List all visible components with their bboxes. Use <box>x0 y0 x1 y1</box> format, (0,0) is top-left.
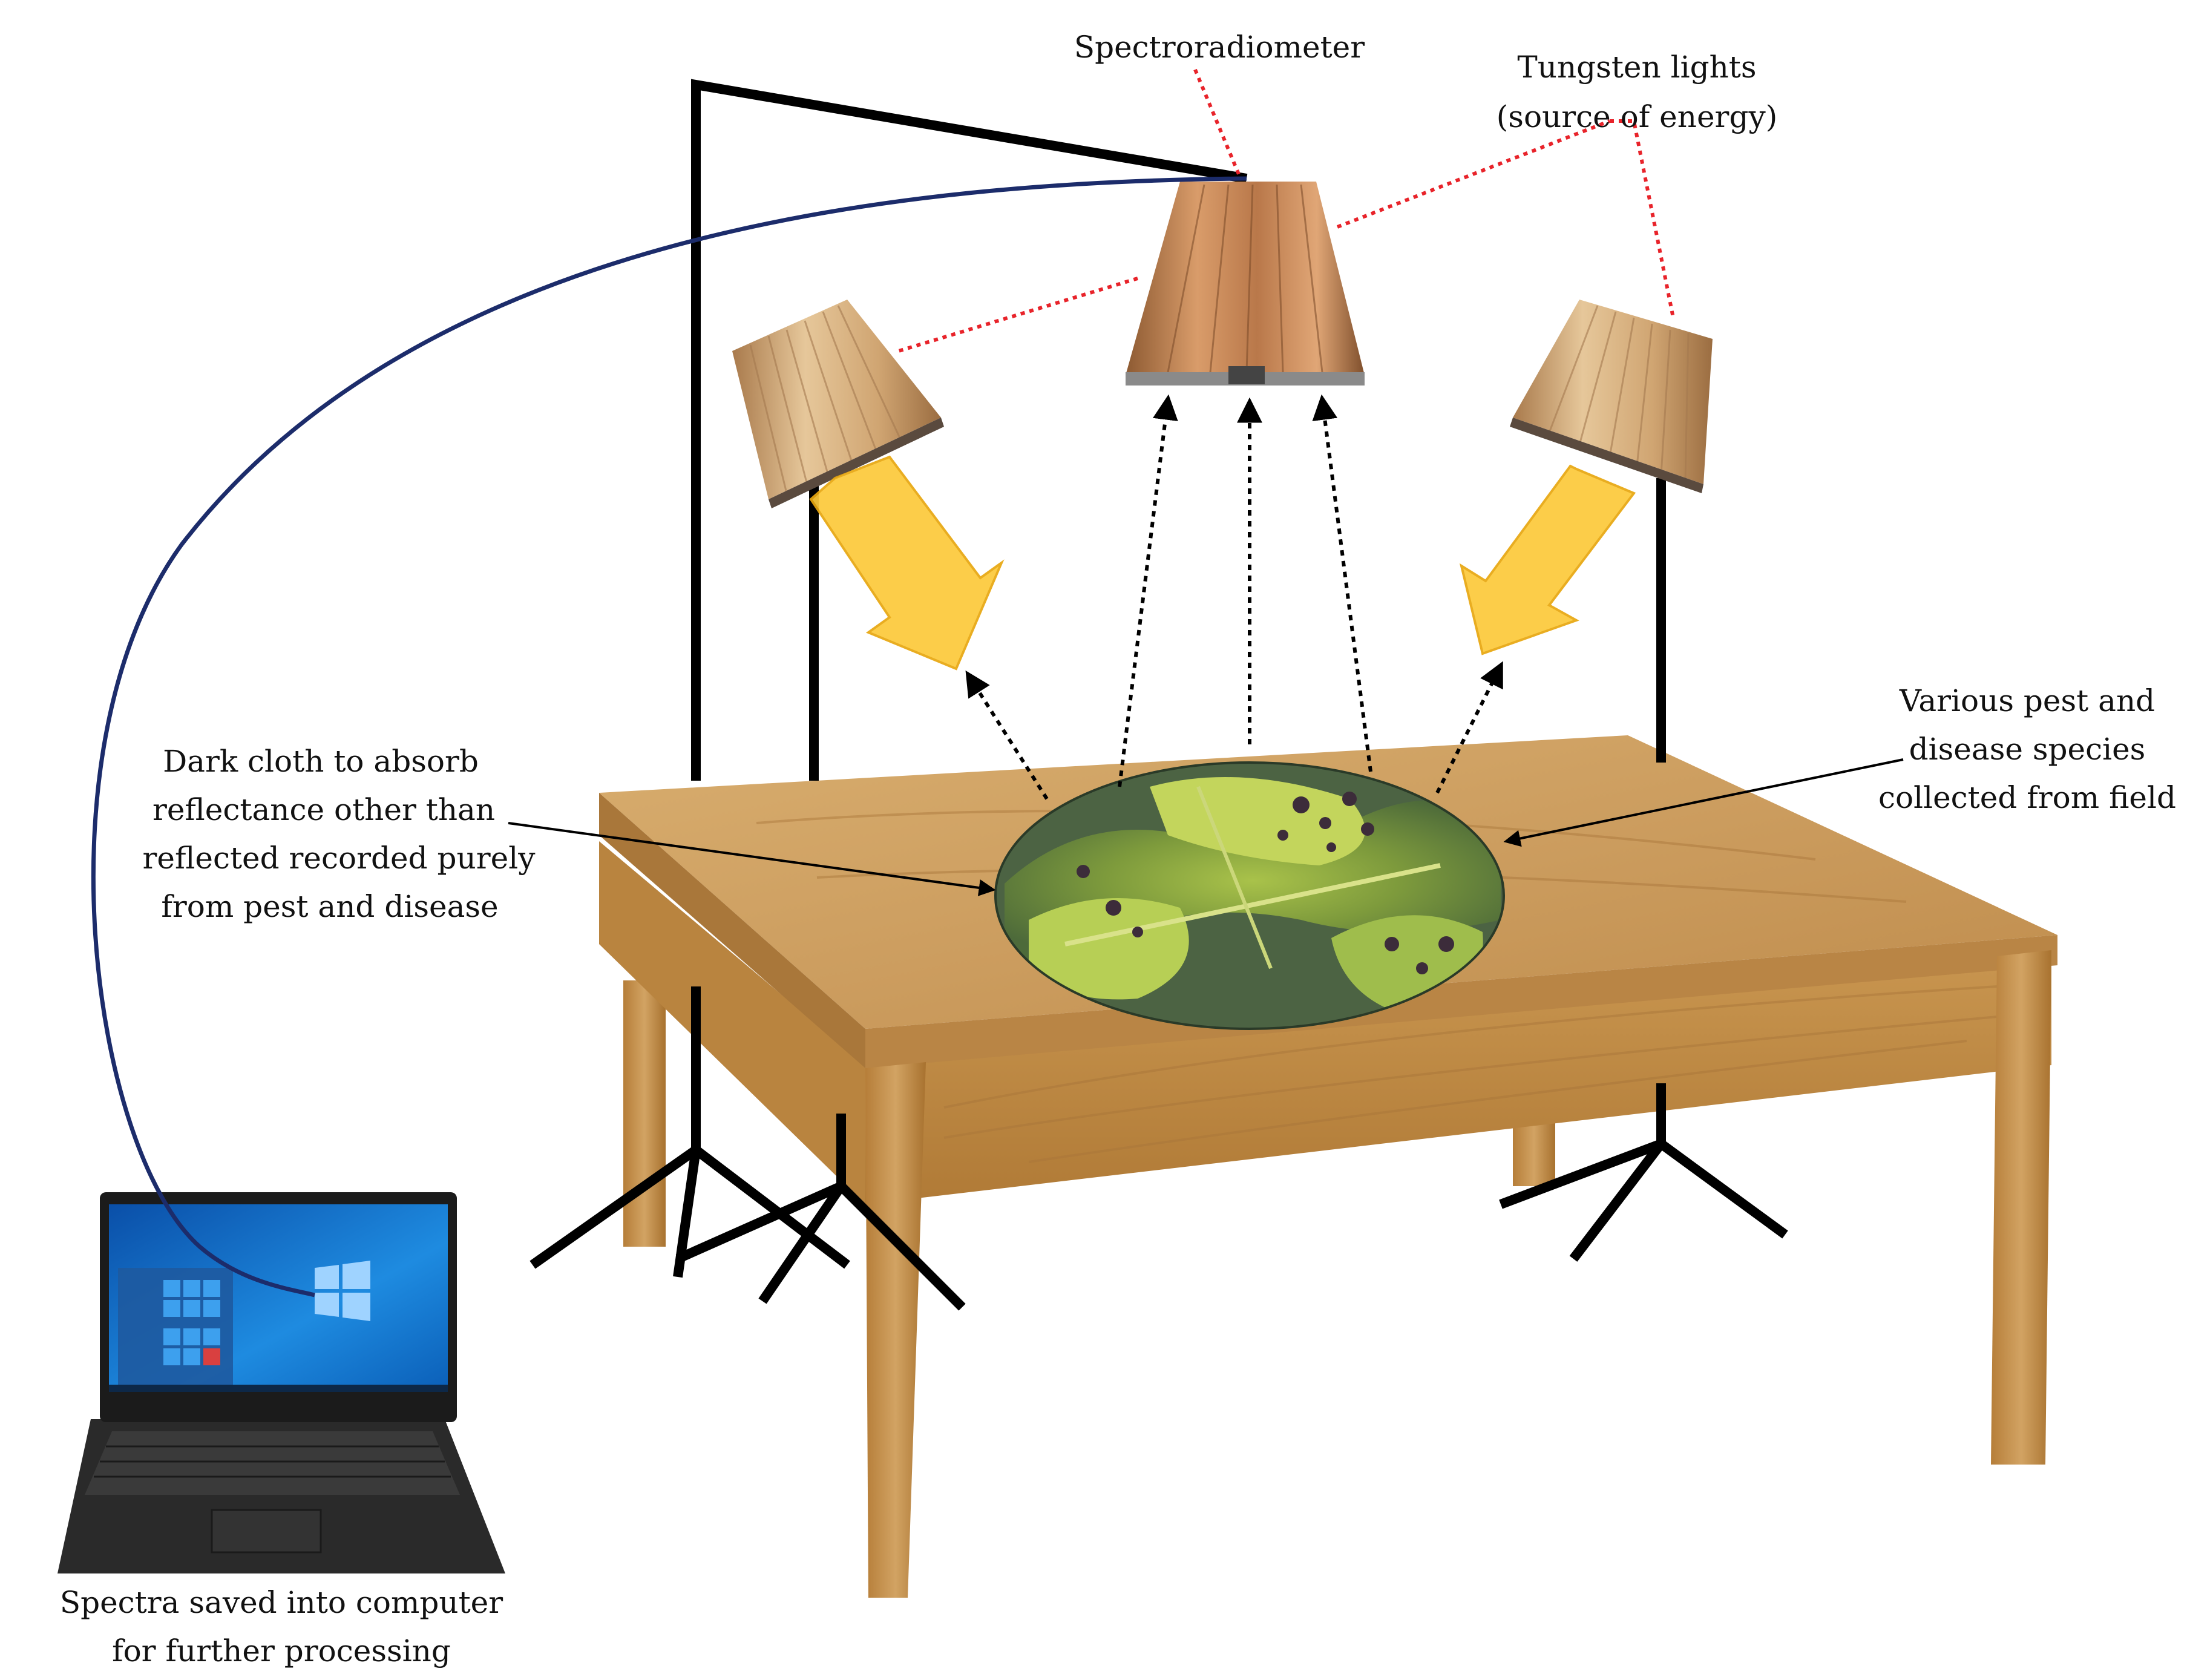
table-apron <box>865 950 2051 1204</box>
table-side-apron <box>599 841 865 1204</box>
left-lamp-tripod <box>675 1114 966 1311</box>
left-tungsten-lamp <box>732 300 944 508</box>
laptop-touchpad <box>211 1509 322 1554</box>
table-top-edge-front <box>865 935 2057 1068</box>
tungsten-label-line2: (source of energy) <box>1497 99 1777 134</box>
table-leg-front-left <box>865 1062 926 1598</box>
spectroradiometer-leader <box>1193 68 1242 180</box>
reflected-arrow-4 <box>1312 394 1372 772</box>
dark-cloth-label-line4: from pest and disease <box>161 889 498 924</box>
tungsten-label-line1: Tungsten lights <box>1517 50 1756 85</box>
table-leg-front-right <box>1991 950 2051 1465</box>
pest-label-line1: Various pest and <box>1899 683 2155 718</box>
spectroradiometer-device <box>1126 182 1365 386</box>
right-light-beam-arrow <box>1459 464 1636 655</box>
windows-logo-icon <box>315 1261 370 1321</box>
dark-cloth-label-line3: reflected recorded purely <box>143 841 536 876</box>
reflected-arrow-5 <box>1435 661 1503 794</box>
tungsten-leader <box>898 119 1675 353</box>
labels: Spectroradiometer Tungsten lights (sourc… <box>60 30 2176 1669</box>
pest-pointer <box>1503 758 1904 847</box>
table-top-edge-side <box>599 793 865 1068</box>
incident-light-beams <box>809 455 1636 671</box>
left-light-beam-arrow <box>809 455 1005 671</box>
pest-disease-sample <box>994 761 1505 1030</box>
taskbar <box>109 1385 448 1392</box>
disease-spots <box>1077 792 1454 974</box>
computer-label-line2: for further processing <box>112 1633 451 1669</box>
reflected-energy-arrows <box>965 394 1503 800</box>
laptop-computer <box>57 1192 505 1573</box>
start-menu-tiles <box>163 1280 220 1365</box>
stands <box>529 79 1788 1311</box>
data-cable <box>91 176 1247 1298</box>
wooden-table <box>599 735 2057 1598</box>
dark-cloth-pointer <box>508 822 996 896</box>
laptop-keyboard <box>94 1445 451 1478</box>
boom-tripod <box>529 986 850 1278</box>
dark-cloth-label-line1: Dark cloth to absorb <box>163 744 479 779</box>
right-lamp-tripod <box>1499 1083 1788 1262</box>
pest-label-line3: collected from field <box>1878 780 2176 815</box>
computer-label-line1: Spectra saved into computer <box>60 1585 503 1620</box>
spectroradiometer-boom <box>691 79 1248 781</box>
dark-cloth-label-line2: reflectance other than <box>152 792 495 827</box>
label-pointers <box>508 758 1904 896</box>
table-leg-back-left <box>623 980 666 1247</box>
reflected-arrow-1 <box>965 670 1049 800</box>
right-tungsten-lamp <box>1510 300 1713 493</box>
red-leader-lines <box>898 68 1675 353</box>
spectroradiometer-label: Spectroradiometer <box>1074 30 1365 65</box>
reflected-arrow-2 <box>1118 394 1178 787</box>
pest-label-line2: disease species <box>1909 732 2146 767</box>
